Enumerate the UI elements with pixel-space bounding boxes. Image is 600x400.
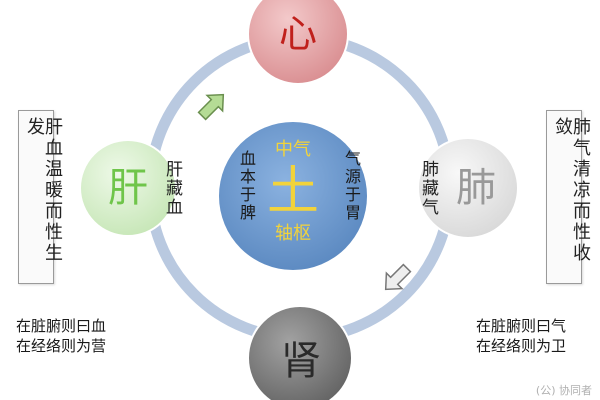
lung-circle <box>417 137 519 239</box>
center-bottom-text: 轴枢 <box>275 223 311 244</box>
center-top-text: 中气 <box>275 139 311 160</box>
kidney-circle <box>247 305 353 400</box>
arrow-down-left-icon <box>384 263 412 291</box>
bottom-left-line-2: 在经络则为营 <box>16 337 107 355</box>
watermark: (公) 协同者 <box>535 384 592 397</box>
bottom-right-line-2: 在经络则为卫 <box>476 337 567 355</box>
center-main-text: 土 <box>266 162 319 222</box>
right-side-text: 肺气清凉而性收敛 <box>552 117 591 264</box>
heart-circle <box>247 0 349 85</box>
lung-store-text: 肺藏气 <box>418 160 438 217</box>
bottom-right-line-1: 在脏腑则曰气 <box>476 317 567 335</box>
right-side-box: 肺气清凉而性收敛 <box>546 110 591 284</box>
lung-label: 肺 <box>456 165 496 211</box>
heart-label: 心 <box>278 12 317 56</box>
arrow-up-right-icon <box>197 93 225 121</box>
center-left-column: 血本于脾 <box>237 150 256 222</box>
left-side-text: 肝血温暖而性生发 <box>24 117 63 264</box>
liver-label: 肝 <box>108 165 148 211</box>
bottom-left-line-1: 在脏腑则曰血 <box>16 317 107 335</box>
liver-store-text: 肝藏血 <box>162 160 182 217</box>
left-side-box: 肝血温暖而性生发 <box>18 110 63 284</box>
center-right-column: 气源于胃 <box>342 150 361 222</box>
liver-circle <box>79 139 177 237</box>
center-earth-circle <box>219 122 367 270</box>
kidney-label: 肾 <box>281 338 321 384</box>
